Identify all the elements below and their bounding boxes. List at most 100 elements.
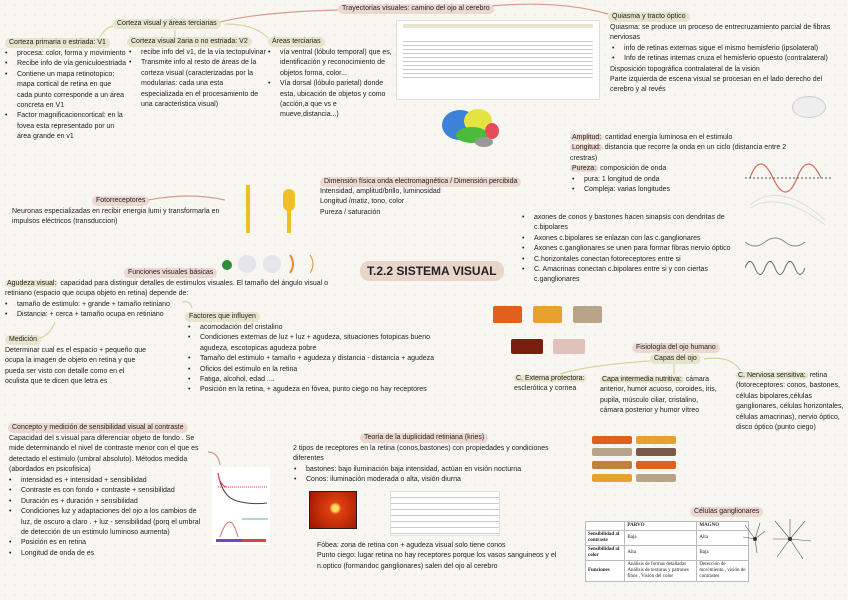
list-item: Oficios del estimulo en la retina bbox=[186, 365, 436, 376]
list-item: Condiciones externas de luz + luz + agud… bbox=[186, 333, 436, 354]
pureza-text: composición de onda bbox=[598, 165, 667, 173]
rod-cone-image bbox=[228, 181, 304, 235]
conos-bastones-table-image bbox=[390, 491, 500, 536]
list-item: C. Amacrinas conectan c.bipolares entre … bbox=[520, 265, 740, 286]
externa-desc: esclerótica y cornea bbox=[514, 385, 577, 393]
nerviosa-text: C. Nerviosa sensitiva: retina (fotorecep… bbox=[736, 371, 844, 433]
duplicidad-list: bastones: bajo iluminación baja intensid… bbox=[292, 465, 552, 486]
quiasma-label: Quiasma y tracto óptico bbox=[608, 12, 690, 22]
list-item: Vía dorsal (lóbulo parietal) donde esta,… bbox=[266, 79, 396, 121]
duplicidad-text: 2 tipos de receptores en la retina (cono… bbox=[293, 445, 549, 463]
longitud-label: Longitud: bbox=[570, 144, 603, 152]
table-cell: Sensibilidad al color bbox=[584, 545, 626, 561]
quiasma-text: Quiasma: se produce un proceso de entrec… bbox=[610, 23, 845, 96]
table-cell: Baja bbox=[624, 530, 698, 546]
list-item: acomodación del cristalino bbox=[186, 323, 436, 334]
list-item: axones de conos y bastones hacen sinapsi… bbox=[520, 213, 740, 234]
table-cell: Análisis de formas detalladas Análisis d… bbox=[624, 560, 698, 582]
table-header bbox=[584, 521, 626, 531]
list-item: tamaño de estimulo: + grande + tamaño re… bbox=[3, 300, 183, 311]
capas-label: Capas del ojo bbox=[650, 354, 701, 364]
list-item: Contraste es con fondo + contraste + sen… bbox=[7, 486, 207, 497]
chiasm-image bbox=[792, 96, 826, 118]
list-item: pura: 1 longitud de onda bbox=[570, 175, 790, 186]
intermedia-label: Capa intermedia nutritiva: bbox=[600, 376, 684, 383]
medicion-label: Medición bbox=[5, 335, 42, 345]
list-item: Compleja: varias longitudes bbox=[570, 185, 790, 196]
retina-fundus-image bbox=[309, 491, 357, 529]
agudeza-desc: capacidad para distinguir detalles de es… bbox=[5, 280, 329, 298]
list-item: Recibe info de vía geniculoestriada bbox=[3, 59, 127, 70]
list-item: info de retinas externas sigue el mismo … bbox=[610, 44, 845, 55]
list-item: Factor magnificacioncortical: en la fove… bbox=[3, 111, 127, 142]
flow-box bbox=[636, 474, 676, 482]
ganglionares-label: Células ganglionares bbox=[690, 507, 764, 517]
duplicidad-label: Teoría de la duplicidad retiniana (kries… bbox=[360, 433, 489, 443]
corteza-label: Corteza visual y áreas terciarias bbox=[113, 19, 221, 29]
table-header: PARVO bbox=[624, 521, 698, 531]
page-title: T.2.2 SISTEMA VISUAL bbox=[360, 261, 504, 281]
flow-box bbox=[636, 436, 676, 444]
table-cell: Alta bbox=[624, 545, 698, 561]
nerviosa-label: C. Nerviosa sensitiva: bbox=[736, 372, 808, 379]
list-item: vía ventral (lóbulo temporal) que es, id… bbox=[266, 48, 396, 79]
fotorreceptores-label: Fotorreceptores bbox=[92, 196, 150, 206]
amplitud-text: cantidad energía luminosa en el estimulo bbox=[603, 134, 733, 141]
onda-text: Amplitud: cantidad energía luminosa en e… bbox=[570, 133, 790, 196]
contraste-label: Concepto y medición de sensibilidad visu… bbox=[8, 423, 188, 433]
fovea-note: Fóbea: zona de retina con + agudeza visu… bbox=[317, 542, 506, 549]
v1-table-image bbox=[396, 20, 600, 100]
sensitivity-chart-image bbox=[212, 467, 270, 545]
duplicidad-notes: Fóbea: zona de retina con + agudeza visu… bbox=[317, 541, 557, 572]
amplitud-label: Amplitud: bbox=[570, 134, 604, 141]
flow-box bbox=[592, 474, 632, 482]
dimension-line: Longitud /matiz, tono, color bbox=[320, 198, 405, 206]
list-item: Distancia: + cerca + tamaño ocupa en ret… bbox=[3, 310, 183, 321]
list-item: Info de retinas internas cruza el hemisf… bbox=[610, 54, 845, 65]
list-item: bastones: bajo iluminación baja intensid… bbox=[292, 465, 552, 476]
list-item: Fatiga, alcohol, edad .... bbox=[186, 375, 436, 386]
conexiones-list: axones de conos y bastones hacen sinapsi… bbox=[520, 213, 740, 286]
list-item: Tamaño del estimulo + tamaño + agudeza y… bbox=[186, 354, 436, 365]
terciarias-label: Áreas terciarias bbox=[268, 37, 325, 47]
wave-diagrams bbox=[745, 163, 833, 275]
contraste-text: Capacidad del s.visual para diferenciar … bbox=[9, 435, 199, 474]
flow-box bbox=[573, 306, 602, 323]
list-item: Posición es en retina bbox=[7, 538, 207, 549]
quiasma-line: Parte izquierda de escena visual se proc… bbox=[610, 76, 823, 94]
agudeza-list: tamaño de estimulo: + grande + tamaño re… bbox=[3, 300, 183, 321]
list-item: Duración es + duración + sensibilidad bbox=[7, 497, 207, 508]
punto-ciego-note: Punto ciego: lugar retina no hay recepto… bbox=[317, 552, 557, 570]
flow-box bbox=[553, 339, 585, 354]
medicion-text: Determinar cual es el espacio + pequeño … bbox=[5, 347, 147, 386]
flow-box bbox=[636, 448, 676, 456]
list-item: procesa: color, forma y movimiento bbox=[3, 49, 127, 60]
list-item: Axones c.ganglionares se unen para forma… bbox=[520, 244, 740, 255]
v1-label: Corteza primaria o estriada: V1 bbox=[5, 38, 110, 48]
agudeza-label: Agudeza visual: bbox=[5, 280, 59, 287]
list-item: Contiene un mapa retinotopico: mapa cort… bbox=[3, 70, 127, 112]
v2-label: Corteza visual 2aria o no estriada: V2 bbox=[127, 37, 252, 47]
list-item: Longitud de onda de es bbox=[7, 549, 207, 560]
dimension-line: Pureza / saturación bbox=[320, 208, 381, 216]
contraste-list: intensidad es + intensidad + sensibilida… bbox=[7, 476, 207, 560]
list-item: Transmite info al resto de áreas de la c… bbox=[127, 58, 267, 110]
fisiologia-label: Fisiología del ojo humano bbox=[632, 343, 720, 353]
flow-box bbox=[636, 461, 676, 469]
flow-box bbox=[592, 448, 632, 456]
externa-label: C. Externa protectora: bbox=[514, 375, 587, 382]
flow-box bbox=[592, 461, 632, 469]
intermedia-desc: cámara anterior, humor acuoso, coroides,… bbox=[600, 376, 717, 415]
fotorreceptores-text: Neuronas especializadas en recibir energ… bbox=[12, 208, 220, 226]
terciarias-list: vía ventral (lóbulo temporal) que es, id… bbox=[266, 48, 396, 121]
v1-list: procesa: color, forma y movimiento Recib… bbox=[3, 49, 127, 143]
v2-list: recibe info del v1, de la vía tectopulvi… bbox=[127, 48, 267, 110]
table-cell: Funciones bbox=[584, 560, 626, 582]
pureza-label: Pureza: bbox=[570, 165, 599, 173]
agudeza-text: Agudeza visual: capacidad para distingui… bbox=[5, 279, 335, 300]
brain-image bbox=[440, 105, 500, 147]
